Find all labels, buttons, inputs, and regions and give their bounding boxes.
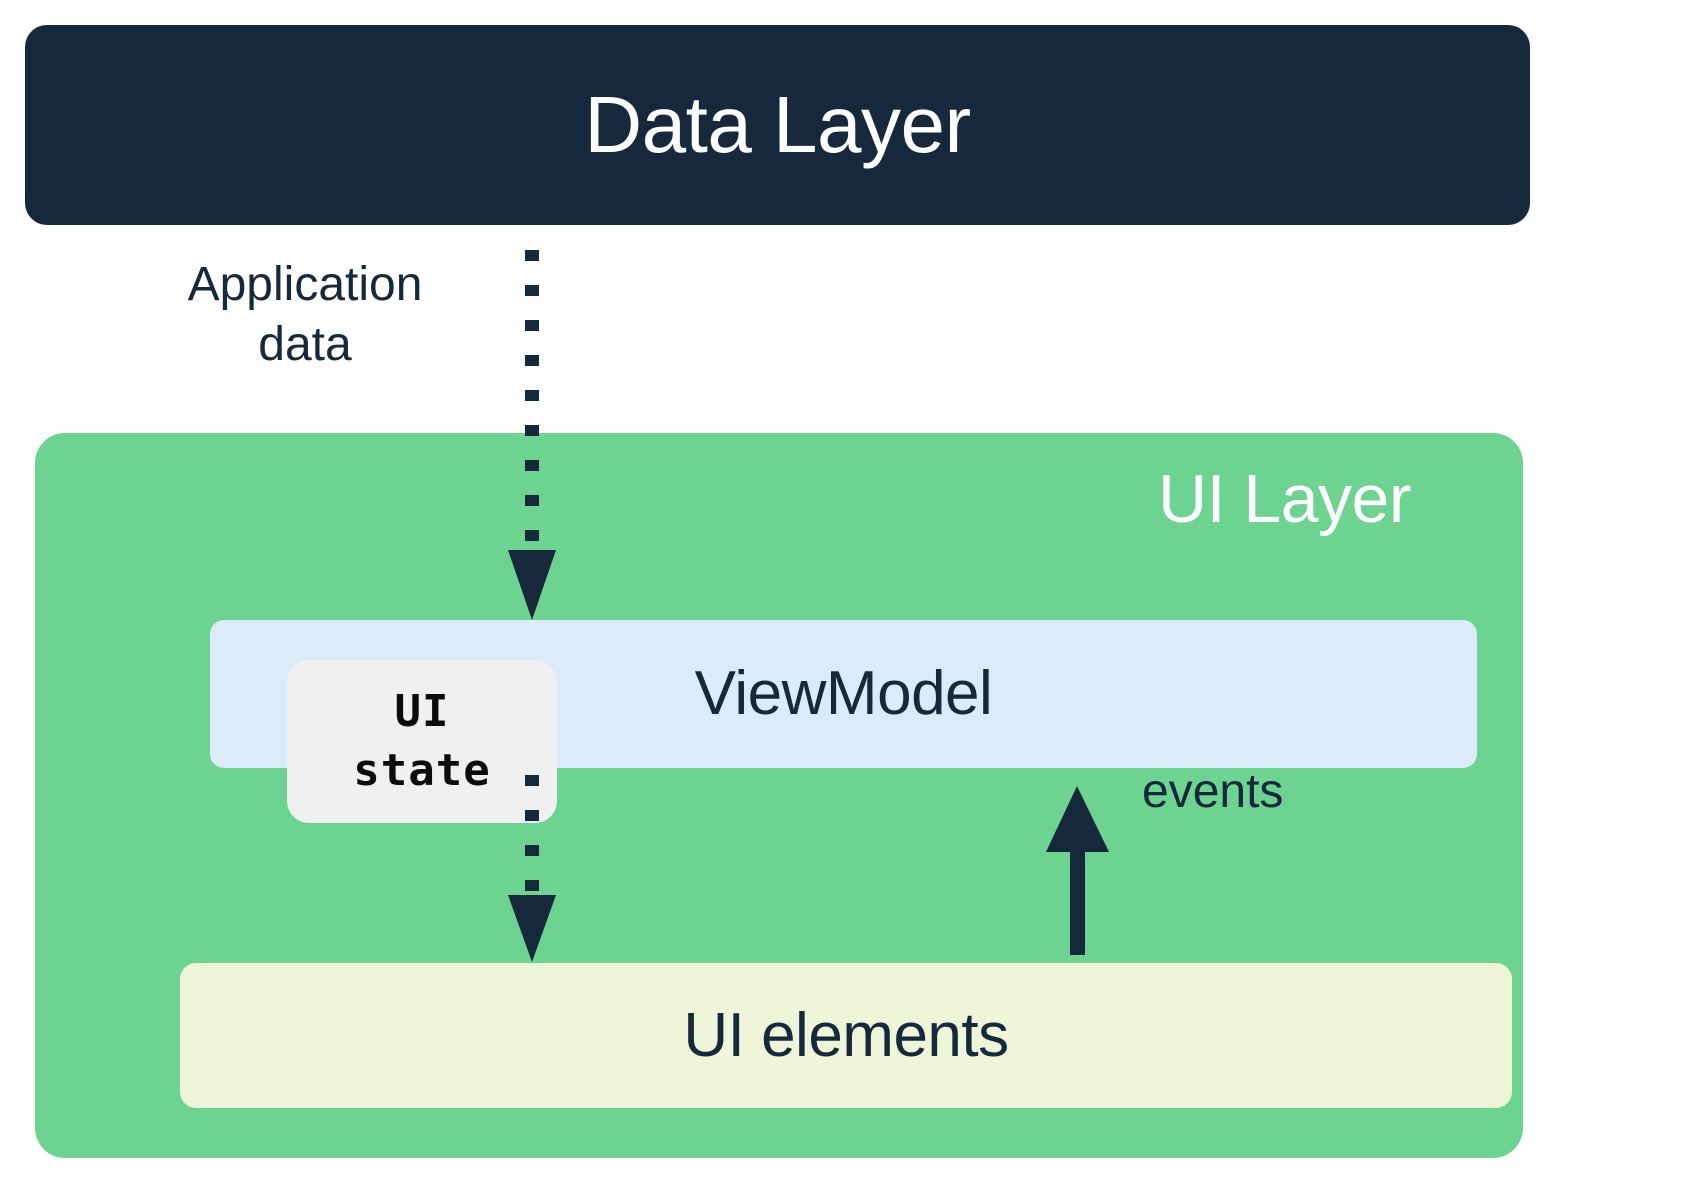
ui-elements-label: UI elements (683, 1000, 1009, 1070)
ui-state-box: UI state (287, 660, 557, 823)
ui-state-line-2: state (353, 744, 491, 796)
data-layer-box: Data Layer (25, 25, 1530, 225)
application-data-label: Application data (150, 255, 460, 375)
viewmodel-label: ViewModel (694, 659, 993, 728)
application-data-label-line2: data (258, 318, 352, 371)
application-data-label-line1: Application (187, 258, 423, 311)
events-label: events (1142, 765, 1284, 818)
data-layer-title: Data Layer (584, 80, 971, 169)
ui-layer-title: UI Layer (1158, 461, 1412, 537)
ui-elements-box: UI elements (180, 963, 1512, 1108)
ui-state-line-1: UI (394, 686, 450, 738)
